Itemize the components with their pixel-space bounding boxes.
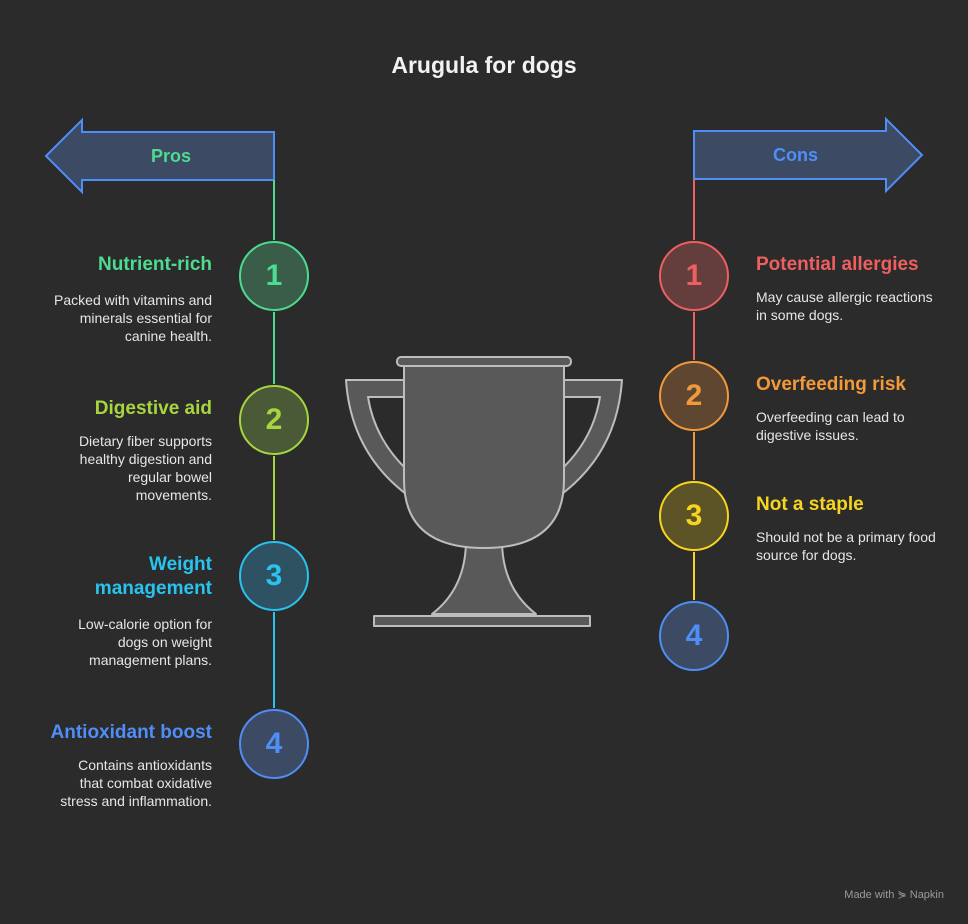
cons-desc-2: Overfeeding can lead to digestive issues… bbox=[756, 409, 905, 443]
pros-number-1: 1 bbox=[239, 241, 309, 311]
pros-title-4: Antioxidant boost bbox=[50, 722, 212, 743]
pros-label: Pros bbox=[151, 146, 192, 166]
cons-desc-3: Should not be a primary food source for … bbox=[756, 529, 936, 563]
page-title: Arugula for dogs bbox=[391, 52, 577, 78]
pros-title-2: Digestive aid bbox=[94, 398, 212, 419]
cons-number-1: 1 bbox=[659, 241, 729, 311]
trophy-icon bbox=[345, 356, 623, 627]
cons-title-1: Potential allergies bbox=[756, 254, 919, 275]
pros-number-4: 4 bbox=[239, 709, 309, 779]
pros-arrow-icon bbox=[44, 117, 275, 195]
cons-number-3: 3 bbox=[659, 481, 729, 551]
pros-number-3: 3 bbox=[239, 541, 309, 611]
pros-desc-1: Packed with vitamins and minerals essent… bbox=[54, 292, 212, 344]
cons-desc-1: May cause allergic reactions in some dog… bbox=[756, 289, 933, 323]
cons-label: Cons bbox=[773, 145, 818, 165]
pros-title-1: Nutrient-rich bbox=[98, 254, 212, 275]
cons-arrow-icon bbox=[693, 116, 924, 194]
cons-title-3: Not a staple bbox=[756, 494, 864, 515]
pros-number-2: 2 bbox=[239, 385, 309, 455]
cons-number-4: 4 bbox=[659, 601, 729, 671]
cons-number-2: 2 bbox=[659, 361, 729, 431]
pros-desc-4: Contains antioxidants that combat oxidat… bbox=[60, 757, 212, 809]
pros-desc-2: Dietary fiber supports healthy digestion… bbox=[78, 433, 212, 503]
pros-title-3: Weight management bbox=[94, 554, 212, 599]
pros-desc-3: Low-calorie option for dogs on weight ma… bbox=[78, 616, 212, 668]
cons-title-2: Overfeeding risk bbox=[756, 374, 906, 395]
made-with-napkin-footer[interactable]: Made with ⋟ Napkin bbox=[844, 889, 944, 901]
